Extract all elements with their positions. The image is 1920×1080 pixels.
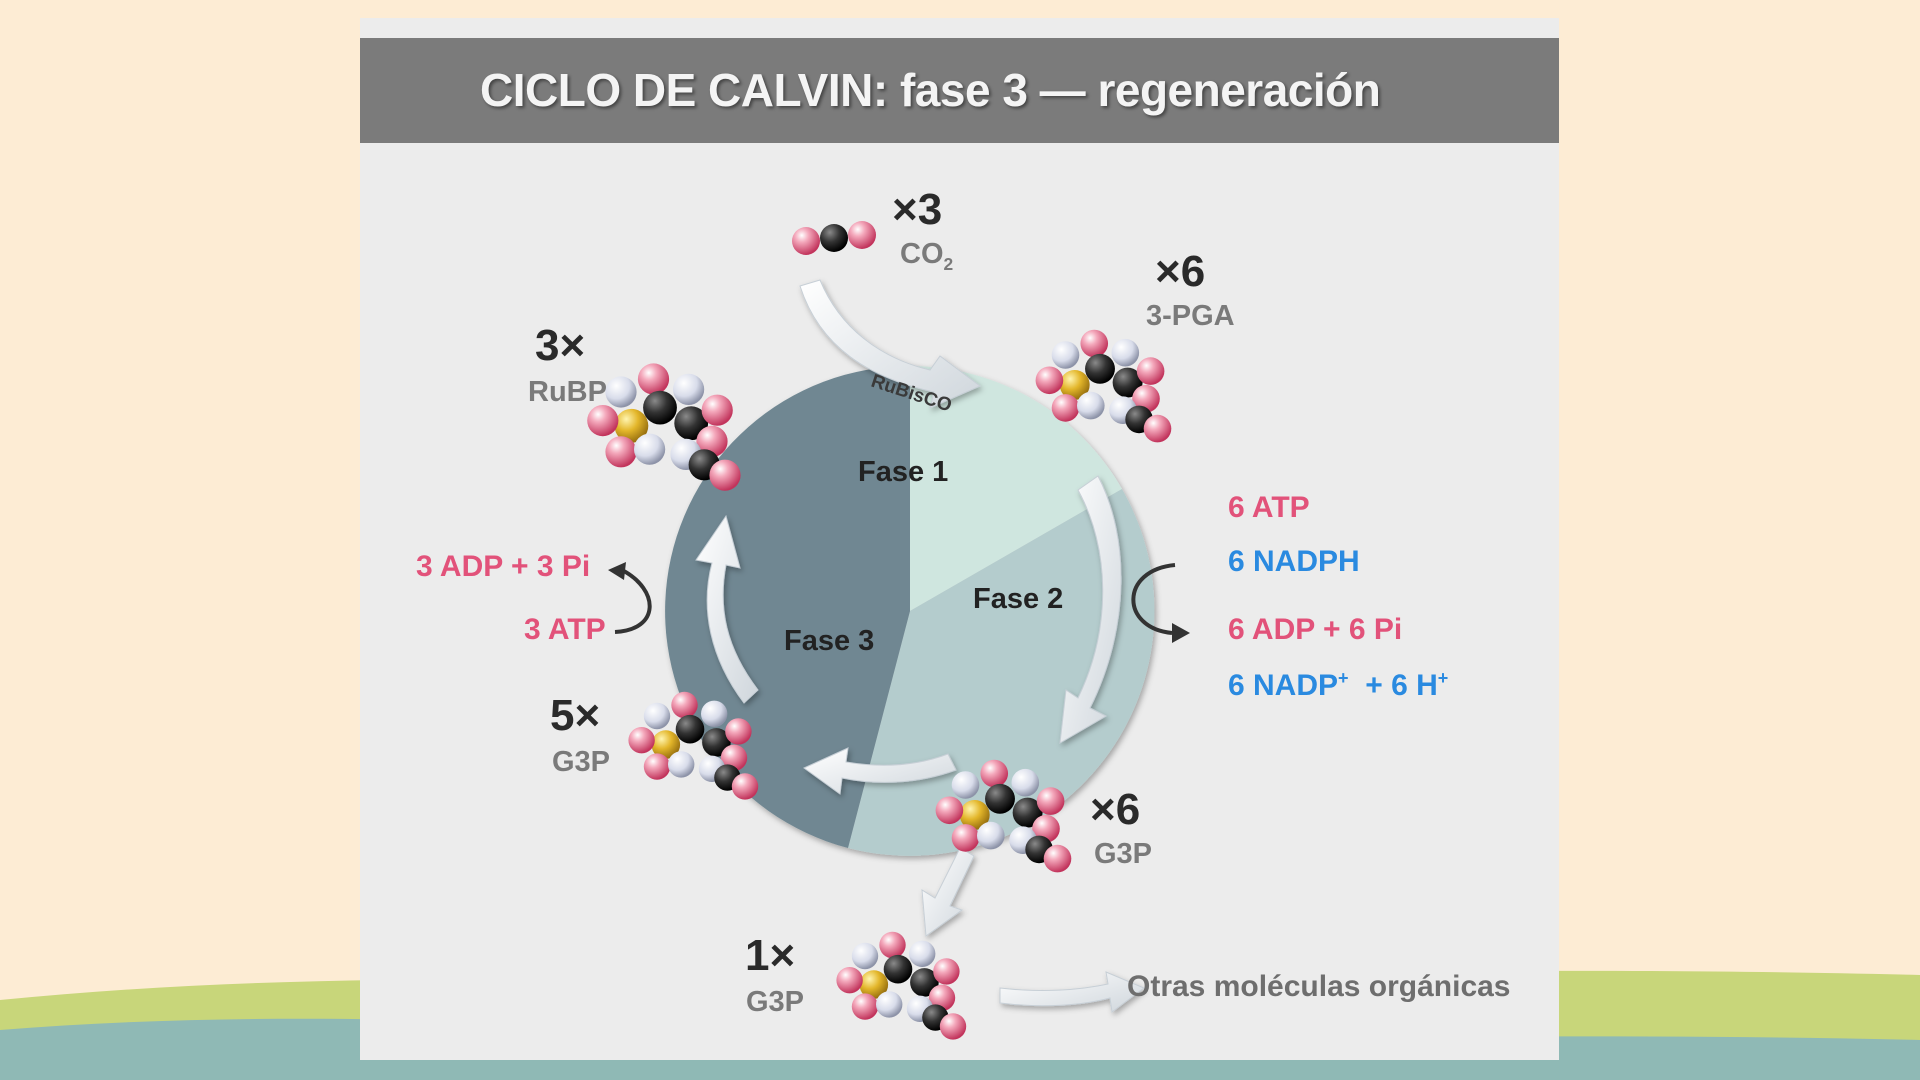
arrow-phase3 [695, 514, 759, 704]
g3p-recycled-label: G3P [552, 746, 611, 778]
g3p-exported-multiplier: 1× [745, 931, 796, 980]
g3p-exported-molecules [836, 931, 967, 1040]
co2-molecule [792, 221, 876, 255]
phase2-side-arrow [1131, 563, 1176, 635]
g3p-recycled-multiplier: 5× [550, 691, 601, 740]
phase2-adp-output: 6 ADP + 6 Pi [1228, 613, 1403, 646]
phase1-label: Fase 1 [858, 456, 949, 488]
co2-label: CO2 [900, 238, 954, 274]
arrow-co2-to-pga [799, 279, 981, 409]
rubp-molecule [587, 363, 741, 491]
phase3-label: Fase 3 [784, 625, 875, 657]
phase2-atp-input: 6 ATP [1228, 491, 1310, 524]
slide: CICLO DE CALVIN: fase 3 — regeneración [360, 18, 1559, 1060]
co2-multiplier: ×3 [892, 185, 943, 234]
g3p-exported-label: G3P [746, 986, 805, 1018]
arrow-phase2 [1059, 475, 1122, 744]
rubp-label: RuBP [528, 376, 607, 408]
arrow-g3p-export [921, 847, 975, 937]
arrow-to-organic [999, 971, 1145, 1013]
pga-label: 3-PGA [1146, 300, 1235, 332]
title-bar: CICLO DE CALVIN: fase 3 — regeneración [360, 38, 1559, 143]
calvin-cycle-diagram: RuBisCO [587, 221, 1190, 1040]
phase2-nadp-output: 6 NADP+ + 6 H+ [1228, 668, 1449, 702]
phase3-side-arrow [614, 568, 652, 634]
phase2-label: Fase 2 [973, 583, 1064, 615]
slide-title: CICLO DE CALVIN: fase 3 — regeneración [480, 64, 1381, 116]
arrow-g3p-to-g3p [803, 747, 957, 795]
g3p-total-multiplier: ×6 [1090, 785, 1141, 834]
phase3-atp-input: 3 ATP [524, 613, 606, 646]
phase3-adp-output: 3 ADP + 3 Pi [416, 550, 591, 583]
g3p-total-label: G3P [1094, 838, 1153, 870]
other-molecules-label: Otras moléculas orgánicas [1127, 970, 1511, 1003]
rubp-multiplier: 3× [535, 321, 586, 370]
pga-multiplier: ×6 [1155, 247, 1206, 296]
phase2-nadph-input: 6 NADPH [1228, 545, 1360, 578]
